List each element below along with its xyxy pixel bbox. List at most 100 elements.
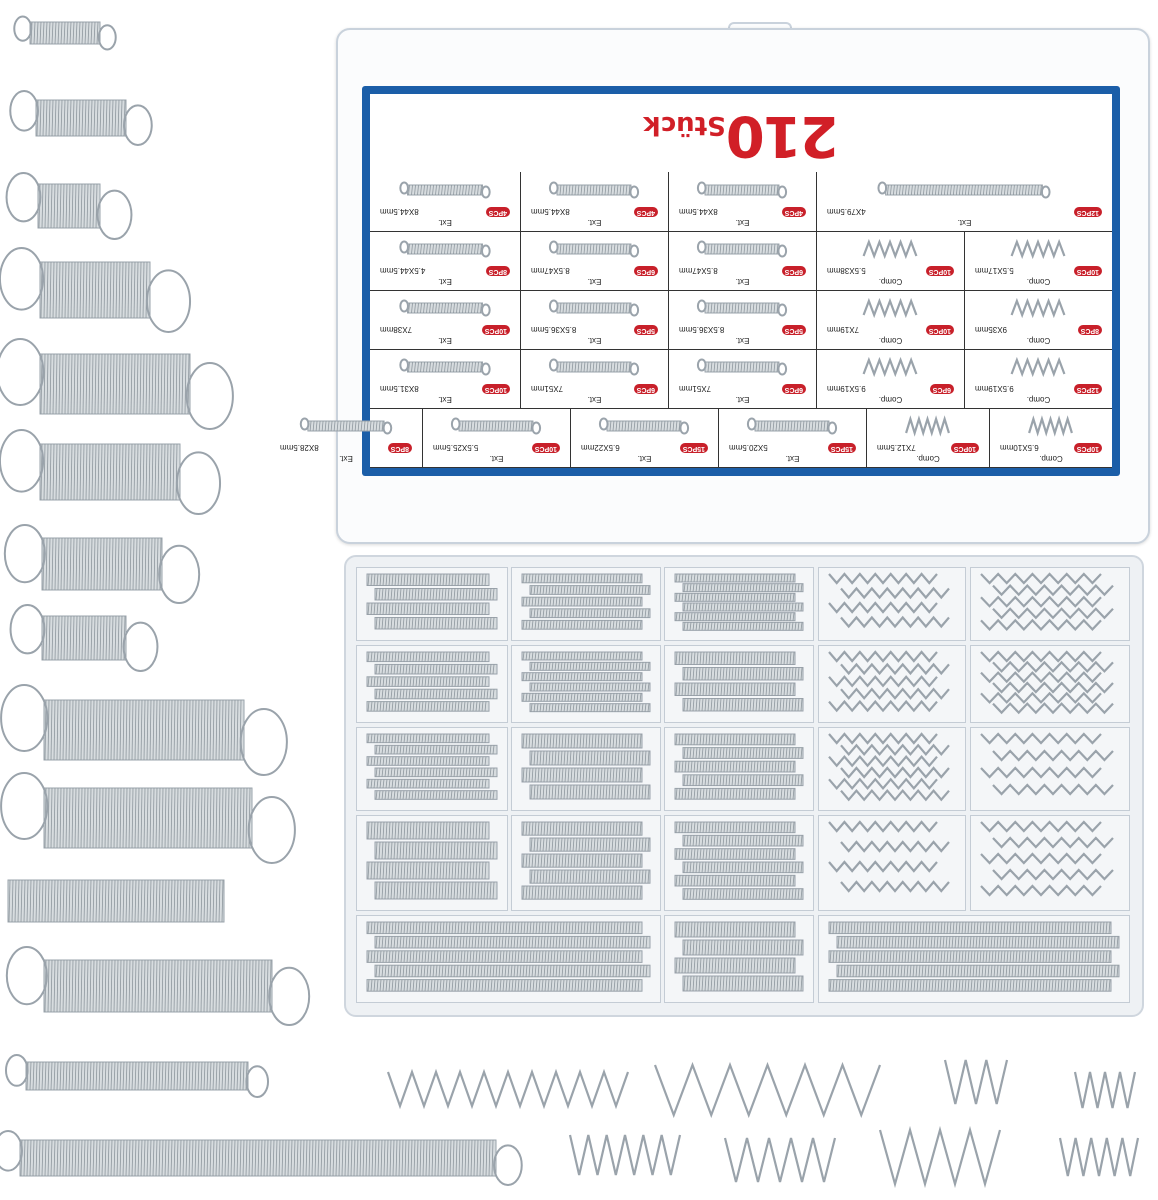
extension-spring xyxy=(3,524,201,605)
spring-type: Comp. xyxy=(878,395,903,404)
quantity-badge: 10PCS xyxy=(950,443,979,453)
extension-spring-icon xyxy=(696,299,788,317)
extension-spring-icon xyxy=(399,240,491,258)
extension-spring xyxy=(529,837,651,852)
compression-spring xyxy=(840,586,950,600)
spring-icon xyxy=(399,299,491,317)
compression-spring xyxy=(840,743,950,757)
compression-spring xyxy=(1058,1137,1140,1177)
quantity-badge: 10PCS xyxy=(481,384,510,394)
spring-icon xyxy=(877,181,1051,199)
compression-spring xyxy=(980,852,1102,865)
extension-spring xyxy=(521,821,643,836)
spring-icon xyxy=(598,417,690,435)
quantity-badge: 6PCS xyxy=(633,266,658,276)
tray-compartment xyxy=(511,727,661,811)
spring-size: 8X31.5mm xyxy=(380,384,419,393)
tray-compartment xyxy=(818,727,966,811)
tray-compartment xyxy=(356,645,508,723)
spring-icon xyxy=(696,181,788,199)
compression-spring-icon xyxy=(862,297,918,319)
spring-size: 8X44.5mm xyxy=(679,207,718,216)
extension-spring xyxy=(521,573,643,584)
tray-compartment xyxy=(970,815,1130,911)
extension-spring xyxy=(374,935,651,949)
spring-size: 7X38mm xyxy=(380,325,413,334)
spring-type: Ext. xyxy=(735,218,750,227)
extension-spring xyxy=(828,921,1112,935)
spring-icon xyxy=(299,417,393,435)
extension-spring xyxy=(4,1054,270,1098)
extension-spring xyxy=(836,935,1120,949)
compartment-springs xyxy=(828,921,1120,992)
spring-icon xyxy=(548,240,640,258)
spring-size: 8.5X47mm xyxy=(531,266,570,275)
spring-type: Ext. xyxy=(735,336,750,345)
spring-size: 6.5X22mm xyxy=(581,443,620,452)
compression-spring xyxy=(992,836,1114,849)
extension-spring xyxy=(0,338,234,430)
extension-spring xyxy=(374,841,498,860)
extension-spring-icon xyxy=(746,417,838,435)
compression-spring xyxy=(828,732,938,745)
spring-icon xyxy=(696,299,788,317)
extension-spring xyxy=(674,573,796,583)
quantity-badge: 10PCS xyxy=(1073,266,1102,276)
compression-spring xyxy=(828,675,938,688)
quantity-badge: 5PCS xyxy=(633,325,658,335)
compression-spring xyxy=(980,650,1102,663)
extension-spring xyxy=(366,950,643,963)
extension-spring xyxy=(682,602,804,612)
compression-spring xyxy=(980,884,1102,897)
quantity-badge: 8PCS xyxy=(485,266,510,276)
extension-spring-icon xyxy=(548,240,640,258)
compression-spring xyxy=(568,1134,682,1176)
compression-spring-icon xyxy=(1028,415,1073,437)
extension-spring xyxy=(521,596,643,607)
extension-spring xyxy=(0,429,222,516)
spring-size: 7X51mm xyxy=(531,384,564,393)
loose-compression-springs xyxy=(386,1059,1140,1189)
compartment-springs xyxy=(828,650,950,713)
quantity-badge: 10PCS xyxy=(925,325,954,335)
compression-spring xyxy=(828,860,938,873)
extension-spring xyxy=(521,651,643,661)
compression-spring xyxy=(992,660,1114,673)
spring-icon xyxy=(862,238,918,260)
compartment-springs xyxy=(674,733,804,800)
extension-spring xyxy=(529,608,651,619)
extension-spring-icon xyxy=(299,417,393,435)
spring-icon xyxy=(548,358,640,376)
spring-size: 9.5X19mm xyxy=(827,384,866,393)
quantity-badge: 8PCS xyxy=(387,443,412,453)
compression-spring xyxy=(992,783,1114,796)
compression-spring xyxy=(828,820,938,833)
compartment-springs xyxy=(828,732,950,802)
extension-spring xyxy=(674,874,796,887)
compression-spring-icon xyxy=(905,415,950,437)
extension-spring xyxy=(682,975,804,992)
quantity-badge: 12PCS xyxy=(1073,384,1102,394)
compartment-springs xyxy=(674,821,804,900)
compression-spring xyxy=(828,572,938,585)
extension-spring xyxy=(682,698,804,712)
compression-spring xyxy=(980,618,1102,631)
extension-spring-icon xyxy=(399,181,491,199)
extension-spring xyxy=(374,588,498,601)
storage-tray xyxy=(344,555,1144,1017)
spring-icon xyxy=(746,417,838,435)
spring-size: 4X79.5mm xyxy=(827,207,866,216)
tray-compartment xyxy=(356,815,508,911)
compartment-springs xyxy=(980,650,1114,715)
extension-spring xyxy=(0,247,192,334)
tray-compartment xyxy=(356,915,661,1003)
